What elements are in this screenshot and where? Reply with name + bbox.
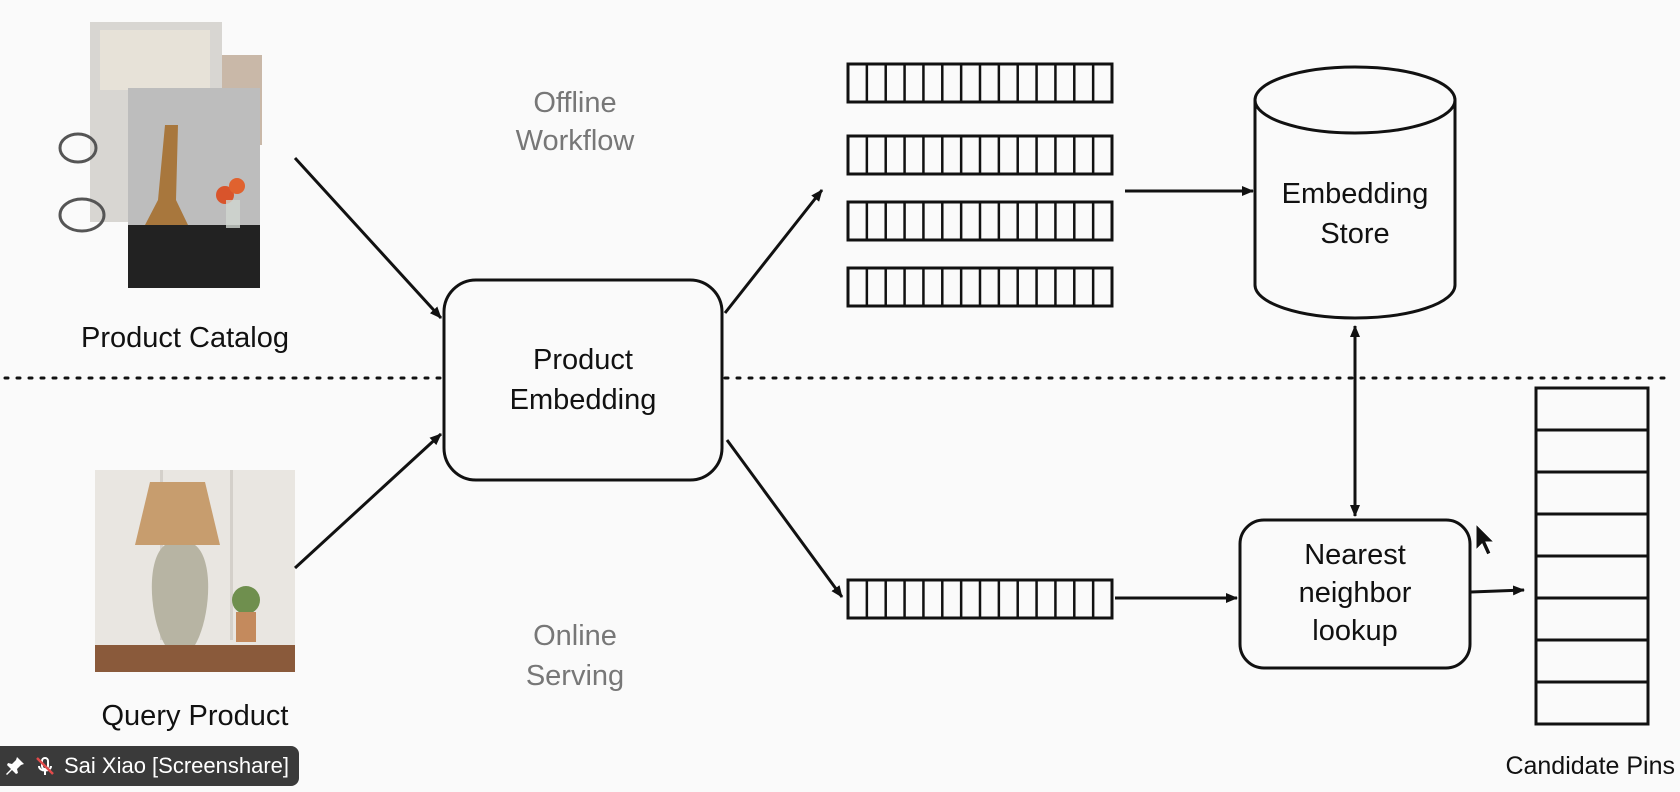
query-product-label: Query Product bbox=[101, 700, 289, 732]
candidate-pins-stack bbox=[1534, 386, 1650, 726]
nearest-neighbor-line1: Nearest bbox=[1304, 539, 1406, 571]
offline-workflow-label: Offline Workflow bbox=[480, 84, 670, 160]
offline-workflow-line1: Offline bbox=[533, 87, 617, 119]
embedding-store-cylinder bbox=[1253, 65, 1457, 320]
arrow-query-to-embedding bbox=[293, 432, 443, 570]
offline-workflow-line2: Workflow bbox=[515, 125, 635, 157]
online-serving-label: Online Serving bbox=[480, 616, 670, 696]
pin-icon[interactable] bbox=[4, 755, 26, 777]
arrow-catalog-to-embedding bbox=[293, 156, 443, 320]
participant-name: Sai Xiao [Screenshare] bbox=[64, 753, 290, 778]
arrow-embedding-to-offline-vectors bbox=[723, 189, 824, 314]
product-embedding-label: Product Embedding bbox=[444, 340, 722, 420]
product-catalog-label: Product Catalog bbox=[81, 322, 289, 354]
nearest-neighbor-label: Nearest neighbor lookup bbox=[1240, 536, 1470, 650]
product-catalog-image bbox=[58, 22, 262, 288]
embedding-vector-query bbox=[846, 578, 1114, 620]
product-embedding-box bbox=[442, 278, 724, 482]
product-embedding-line2: Embedding bbox=[509, 384, 657, 416]
online-serving-line2: Serving bbox=[525, 660, 625, 692]
nearest-neighbor-line3: lookup bbox=[1312, 615, 1398, 647]
embedding-vector-offline bbox=[846, 266, 1114, 308]
mic-muted-icon bbox=[34, 755, 56, 777]
query-product-image bbox=[95, 470, 295, 672]
online-serving-line1: Online bbox=[533, 620, 617, 652]
embedding-vector-offline bbox=[846, 134, 1114, 176]
arrow-embedding-to-query-vector bbox=[725, 439, 844, 598]
candidate-pins-label: Candidate Pins bbox=[1505, 752, 1675, 780]
embedding-vector-offline bbox=[846, 62, 1114, 104]
embedding-store-line1: Embedding bbox=[1281, 178, 1429, 210]
embedding-store-label: Embedding Store bbox=[1255, 174, 1455, 254]
screenshare-name-tag[interactable]: Sai Xiao [Screenshare] bbox=[0, 746, 300, 786]
mouse-cursor-icon bbox=[1475, 522, 1496, 556]
arrow-nearest-to-candidates bbox=[1470, 585, 1525, 596]
product-embedding-line1: Product bbox=[533, 344, 633, 376]
embedding-store-line2: Store bbox=[1320, 218, 1390, 250]
nearest-neighbor-box bbox=[1238, 518, 1472, 670]
embedding-vector-offline bbox=[846, 200, 1114, 242]
sunglasses-icon bbox=[58, 132, 106, 233]
nearest-neighbor-line2: neighbor bbox=[1298, 577, 1412, 609]
